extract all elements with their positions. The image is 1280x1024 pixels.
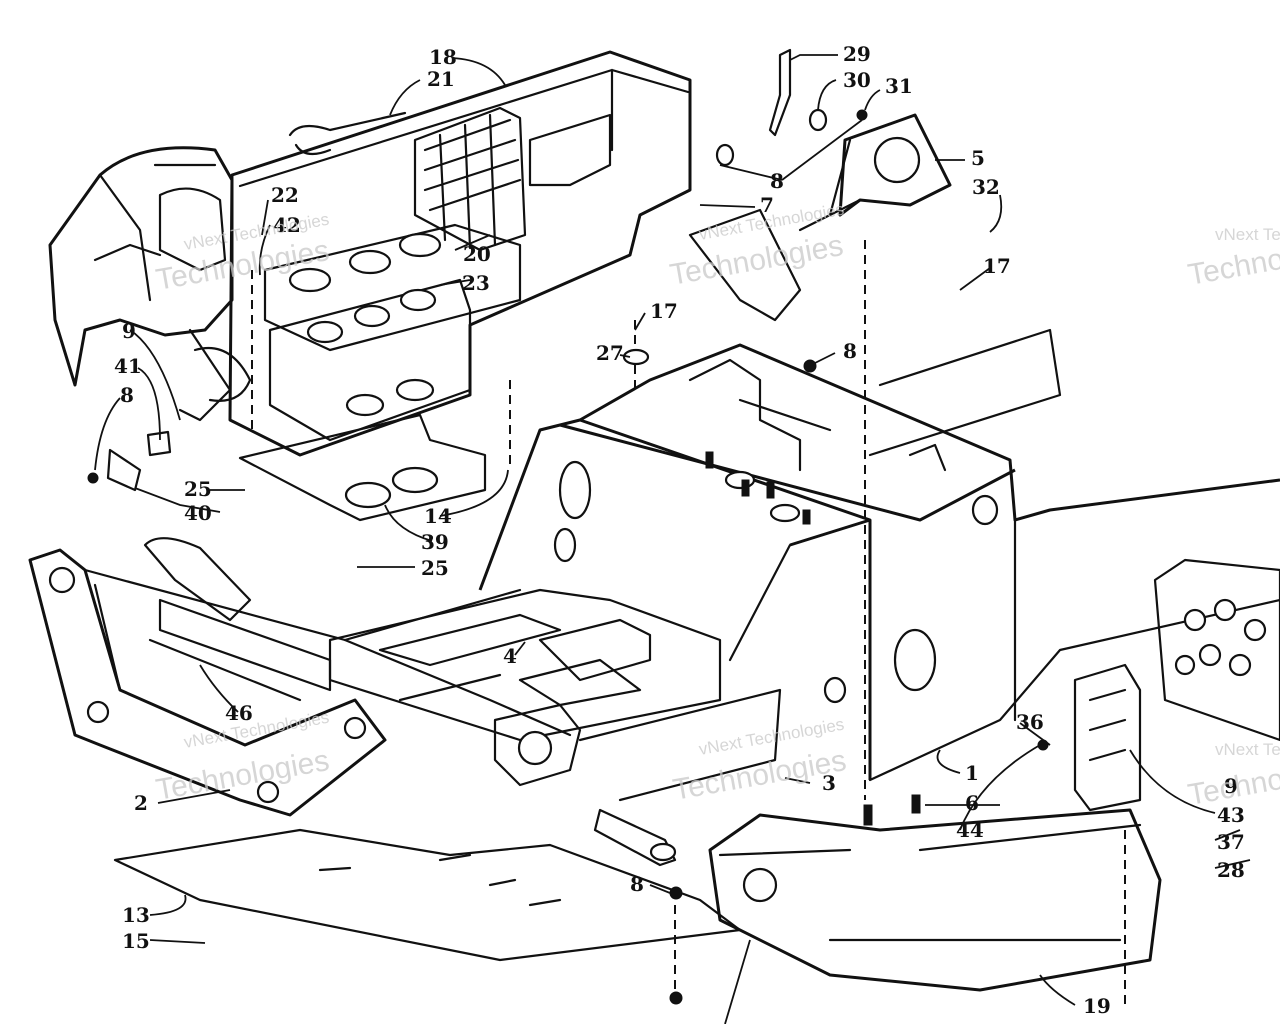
callout-41: 41 (114, 354, 142, 378)
callout-25-lower: 25 (421, 556, 449, 580)
watermark-brand: vNext Technologies (182, 708, 330, 752)
callout-23: 23 (462, 271, 490, 295)
callout-8-top: 8 (770, 169, 784, 193)
callout-9: 9 (122, 319, 136, 343)
callout-14: 14 (424, 504, 452, 528)
left-side-panel (48, 146, 252, 422)
watermark-brand: vNext Technologies (1215, 225, 1280, 244)
callout-3: 3 (822, 771, 836, 795)
callout-19: 19 (1083, 994, 1111, 1018)
upper-console-panel (228, 50, 692, 457)
callout-5: 5 (971, 146, 985, 170)
callout-8-bottom: 8 (630, 872, 644, 896)
callout-6: 6 (965, 791, 979, 815)
callout-17-right: 17 (983, 254, 1011, 278)
callout-40: 40 (184, 501, 212, 525)
callout-36: 36 (1016, 710, 1044, 734)
callout-17-center: 17 (650, 299, 678, 323)
callout-20: 20 (463, 242, 491, 266)
callout-28: 28 (1217, 858, 1245, 882)
callout-42: 42 (273, 213, 301, 237)
callout-44: 44 (956, 818, 984, 842)
callout-1: 1 (965, 761, 979, 785)
callout-9-right: 9 (1224, 774, 1238, 798)
callout-8-center: 8 (843, 339, 857, 363)
callout-15: 15 (122, 929, 150, 953)
assembly-lines (251, 240, 1126, 1010)
watermark-word: Technologies (670, 744, 848, 807)
callout-37: 37 (1217, 830, 1245, 854)
callout-2: 2 (134, 791, 148, 815)
watermarks: vNext Technologies Technologies vNext Te… (153, 200, 1280, 812)
callout-8-left: 8 (120, 383, 134, 407)
callout-29: 29 (843, 42, 871, 66)
callout-31: 31 (885, 74, 913, 98)
callout-22: 22 (271, 183, 299, 207)
right-side-components (1073, 558, 1280, 812)
callout-39: 39 (421, 530, 449, 554)
upper-right-bracket (688, 48, 952, 322)
floor-plate (238, 413, 487, 522)
callout-30: 30 (843, 68, 871, 92)
callout-46: 46 (225, 701, 253, 725)
callout-27: 27 (596, 341, 624, 365)
callout-21: 21 (427, 67, 455, 91)
callout-7: 7 (760, 193, 774, 217)
watermark-word: Technologies (667, 229, 845, 292)
callout-4: 4 (503, 644, 517, 668)
hardware (87, 348, 1049, 1005)
callout-labels: 18 21 29 30 31 8 5 32 7 22 42 20 23 17 1… (114, 42, 1245, 1018)
callout-25-upper: 25 (184, 477, 212, 501)
watermark-word: Technologies (153, 744, 331, 807)
callout-18: 18 (429, 45, 457, 69)
skid-plate (113, 828, 742, 962)
lower-right-bumper (593, 808, 1162, 992)
leader-lines (94, 54, 1251, 1024)
front-arm-assembly (28, 537, 582, 817)
watermark-brand: vNext Technologies (1215, 740, 1280, 759)
callout-32: 32 (972, 175, 1000, 199)
footwell-floor (328, 588, 782, 802)
main-chassis-tunnel (478, 328, 1280, 782)
callout-43: 43 (1217, 803, 1245, 827)
callout-13: 13 (122, 903, 150, 927)
